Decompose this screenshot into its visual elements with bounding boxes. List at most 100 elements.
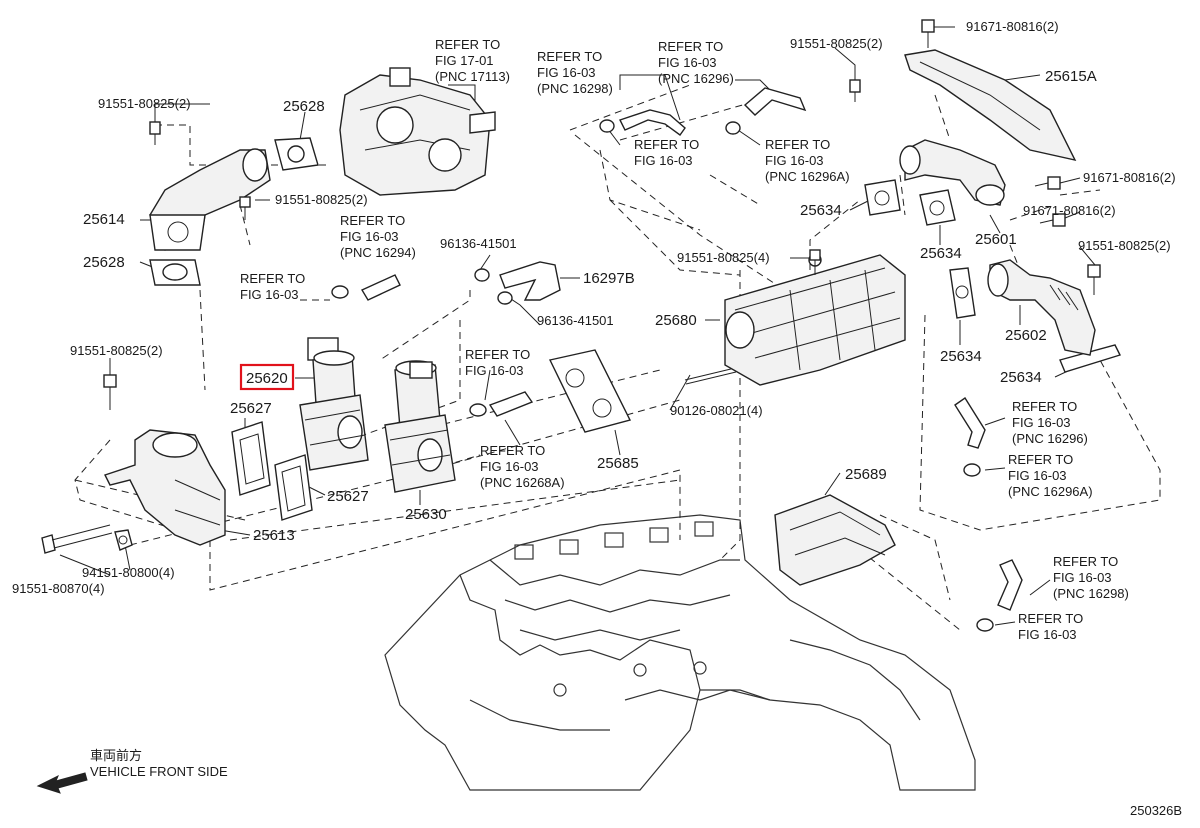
clamp-top-b[interactable] [725, 121, 741, 135]
label-bolt-b9[interactable]: 91671-80816(2) [1023, 203, 1116, 218]
label-bolt-b3[interactable]: 91551-80825(2) [70, 343, 163, 358]
vehicle-front-indicator: 車両前方 VEHICLE FRONT SIDE [36, 748, 228, 794]
bolt-91551-c[interactable] [103, 374, 117, 410]
front-arrow-icon [36, 772, 88, 794]
bolt-part-number-labels: 91551-80825(2) 91551-80825(2) 91551-8082… [12, 19, 1176, 596]
heat-shield-25615A[interactable] [904, 49, 1077, 162]
label-clamp-b13[interactable]: 96136-41501 [537, 313, 614, 328]
clamp-left[interactable] [331, 285, 349, 299]
label-bolt-b10[interactable]: 91551-80870(4) [12, 581, 105, 596]
gasket-plate-25685[interactable] [548, 349, 632, 433]
gasket-25634-b[interactable] [919, 189, 956, 226]
egr-pipe-25614[interactable] [149, 148, 271, 251]
pnc-25601[interactable]: 25601 [975, 231, 1017, 248]
reference-labels: REFER TO FIG 17-01 (PNC 17113) REFER TO … [240, 37, 1129, 642]
bolt-91551-80870[interactable] [41, 524, 113, 554]
gasket-25627-b[interactable] [274, 454, 313, 521]
pnc-25628-b[interactable]: 25628 [83, 254, 125, 271]
label-stud-b14[interactable]: 90126-08021(4) [670, 403, 763, 418]
bolt-91551-e[interactable] [1087, 264, 1101, 295]
egr-valve-25620[interactable] [299, 337, 369, 471]
refer-16298-right[interactable]: REFER TO FIG 16-03 (PNC 16298) [1053, 554, 1129, 601]
label-bolt-b7[interactable]: 91671-80816(2) [966, 19, 1059, 34]
refer-16-03-b[interactable]: REFER TO FIG 16-03 [240, 271, 309, 302]
refer-16296A-top[interactable]: REFER TO FIG 16-03 (PNC 16296A) [765, 137, 850, 184]
refer-16298-top[interactable]: REFER TO FIG 16-03 (PNC 16298) [537, 49, 613, 96]
intake-throttle-body[interactable] [339, 67, 496, 196]
refer-16-03-c[interactable]: REFER TO FIG 16-03 [465, 347, 534, 378]
bolt-91671-a[interactable] [921, 19, 935, 48]
refer-16296-right[interactable]: REFER TO FIG 16-03 (PNC 16296) [1012, 399, 1088, 446]
gasket-25634-a[interactable] [864, 179, 901, 216]
pnc-25630[interactable]: 25630 [405, 506, 447, 523]
gasket-25628-top[interactable] [274, 137, 319, 171]
insulator-25689[interactable] [774, 494, 896, 586]
engine-block-outline [384, 514, 976, 791]
pnc-25627-b[interactable]: 25627 [327, 488, 369, 505]
label-bolt-b8[interactable]: 91671-80816(2) [1083, 170, 1176, 185]
egr-adaptor-25613[interactable] [104, 429, 226, 546]
bolt-91551-b[interactable] [239, 196, 251, 220]
pnc-25627-a[interactable]: 25627 [230, 400, 272, 417]
label-bolt-b6[interactable]: 91551-80825(2) [1078, 238, 1171, 253]
pnc-25634-c[interactable]: 25634 [940, 348, 982, 365]
stud-90126[interactable] [684, 367, 737, 385]
bolt-91551-a[interactable] [149, 121, 161, 145]
front-side-jp: 車両前方 [90, 748, 142, 763]
pnc-25615A[interactable]: 25615A [1045, 68, 1097, 85]
hose-16296-right[interactable] [954, 397, 986, 449]
refer-16-03-a[interactable]: REFER TO FIG 16-03 [634, 137, 703, 168]
egr-pipe-25601[interactable] [899, 139, 1006, 206]
pnc-16297B[interactable]: 16297B [583, 270, 635, 287]
diagram-code: 250326B [1130, 803, 1182, 818]
pnc-25680[interactable]: 25680 [655, 312, 697, 329]
label-bolt-b2[interactable]: 91551-80825(2) [275, 192, 368, 207]
bolt-91551-f[interactable] [809, 249, 821, 275]
refer-16268A[interactable]: REFER TO FIG 16-03 (PNC 16268A) [480, 443, 565, 490]
hose-16297B[interactable] [499, 261, 561, 301]
pnc-25634-d[interactable]: 25634 [1000, 369, 1042, 386]
pnc-25685[interactable]: 25685 [597, 455, 639, 472]
clamp-16296A-right[interactable] [963, 463, 981, 477]
hose-16298-right[interactable] [997, 559, 1023, 611]
egr-pipe-25602[interactable] [987, 259, 1096, 356]
pnc-25634-b[interactable]: 25634 [920, 245, 962, 262]
gasket-25627-a[interactable] [231, 421, 271, 496]
gasket-25634-d[interactable] [1059, 344, 1121, 373]
refer-16296A-right[interactable]: REFER TO FIG 16-03 (PNC 16296A) [1008, 452, 1093, 499]
gasket-25628-lower[interactable] [149, 259, 201, 286]
pnc-25628-a[interactable]: 25628 [283, 98, 325, 115]
refer-16294[interactable]: REFER TO FIG 16-03 (PNC 16294) [340, 213, 416, 260]
pnc-25634-a[interactable]: 25634 [800, 202, 842, 219]
refer-16296-top[interactable]: REFER TO FIG 16-03 (PNC 16296) [658, 39, 734, 86]
hose-16268A[interactable] [488, 391, 534, 417]
pnc-labels: 25628 25614 25628 25620 25627 25627 2561… [83, 68, 1097, 544]
label-clamp-b12[interactable]: 96136-41501 [440, 236, 517, 251]
label-bolt-b11[interactable]: 94151-80800(4) [82, 565, 175, 580]
pnc-25689[interactable]: 25689 [845, 466, 887, 483]
hose-16296-top[interactable] [743, 87, 807, 116]
clamp-right-lower[interactable] [976, 618, 994, 632]
hose-16294[interactable] [360, 274, 401, 301]
pnc-25602[interactable]: 25602 [1005, 327, 1047, 344]
label-bolt-b1[interactable]: 91551-80825(2) [98, 96, 191, 111]
nut-94151[interactable] [114, 529, 133, 551]
clamp-top-a[interactable] [599, 119, 615, 133]
clamp-mid[interactable] [469, 403, 487, 417]
label-bolt-b5[interactable]: 91551-80825(4) [677, 250, 770, 265]
bolt-91551-d[interactable] [849, 79, 861, 102]
refer-16-03-d[interactable]: REFER TO FIG 16-03 [1018, 611, 1087, 642]
clamp-96136-a[interactable] [474, 268, 490, 282]
hose-16298-top[interactable] [619, 109, 686, 136]
bolt-91671-c[interactable] [1039, 213, 1066, 227]
egr-valve-25630[interactable] [384, 360, 456, 493]
gasket-25634-c[interactable] [949, 267, 976, 319]
label-bolt-b4[interactable]: 91551-80825(2) [790, 36, 883, 51]
clamp-96136-b[interactable] [497, 291, 513, 305]
bolt-91671-b[interactable] [1034, 176, 1061, 190]
pnc-25613[interactable]: 25613 [253, 527, 295, 544]
pnc-25620[interactable]: 25620 [246, 370, 288, 387]
pnc-25614[interactable]: 25614 [83, 211, 125, 228]
refer-fig17-01[interactable]: REFER TO FIG 17-01 (PNC 17113) [435, 37, 510, 84]
